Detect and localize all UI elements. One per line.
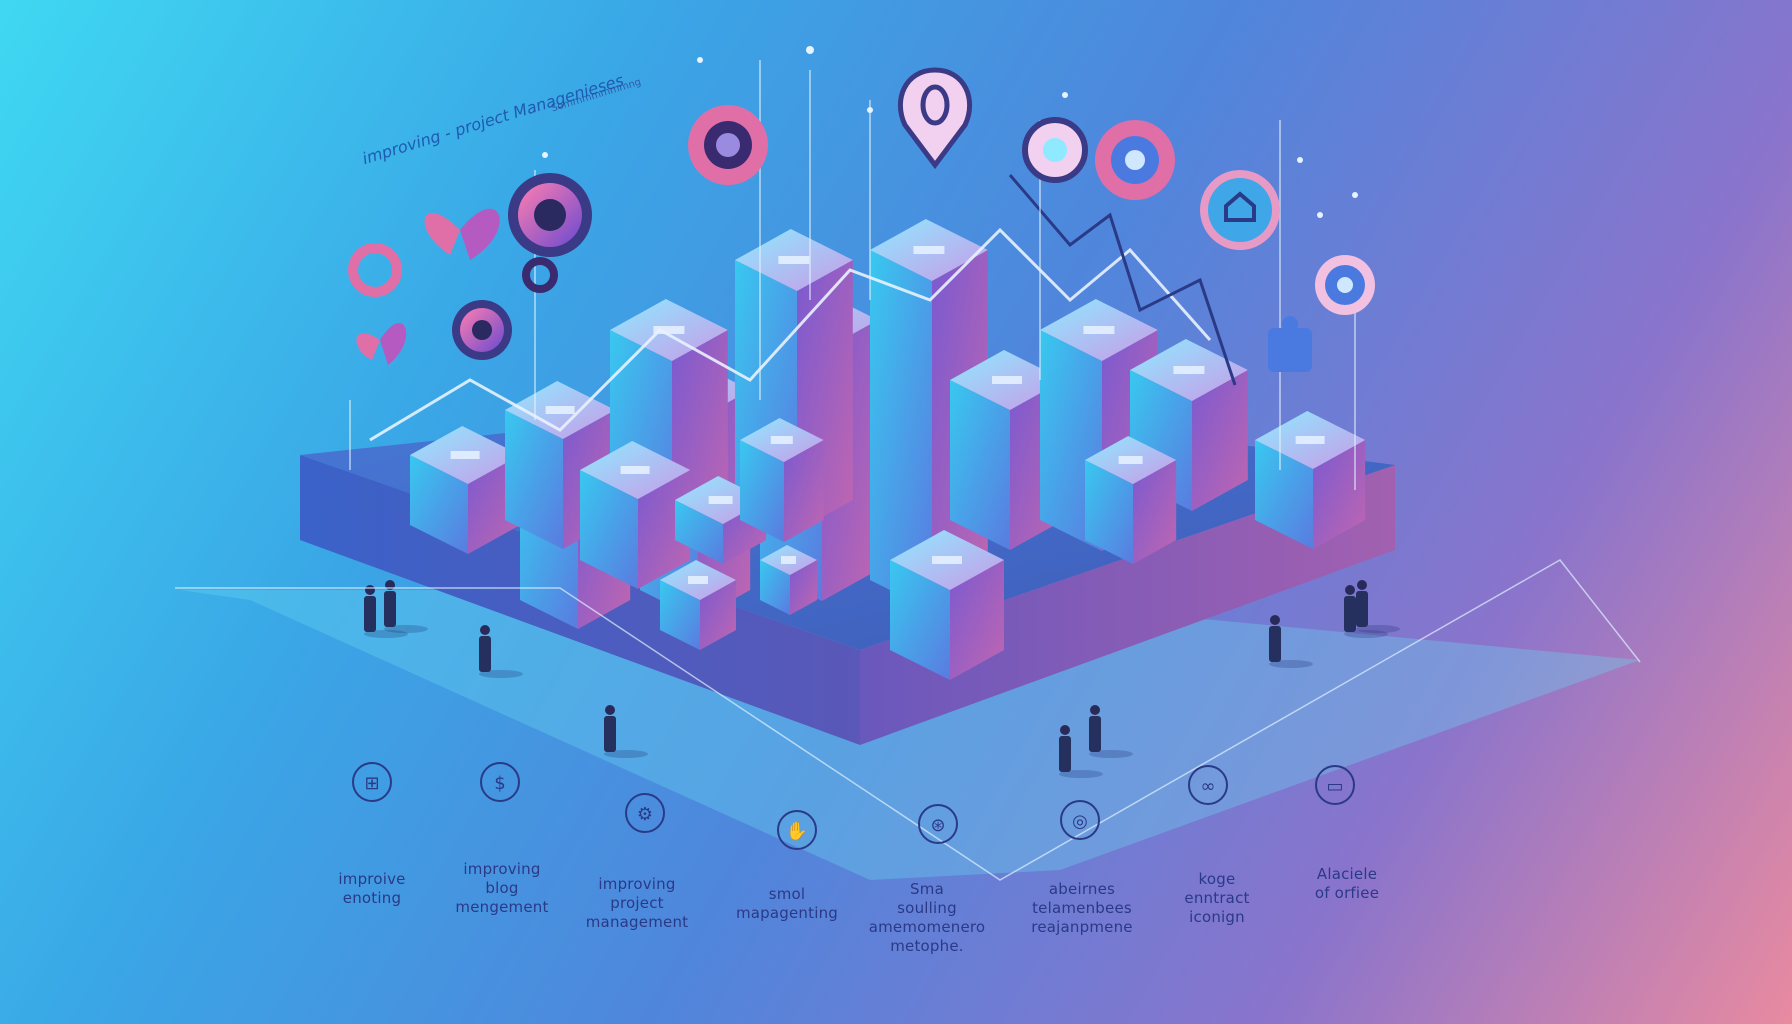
- person-figure: [1356, 580, 1400, 633]
- sparkles: [542, 46, 1358, 218]
- monitor-icon: ▭: [1313, 763, 1357, 807]
- ring-icon: [522, 257, 558, 293]
- svg-text:∞: ∞: [1201, 776, 1216, 797]
- link-icon: ∞: [1186, 763, 1230, 807]
- cube: [1255, 411, 1366, 549]
- handshake-icon: ✋: [775, 808, 819, 852]
- ring-icon: [1315, 255, 1375, 315]
- svg-text:⊞: ⊞: [364, 773, 379, 794]
- svg-text:$: $: [494, 773, 505, 794]
- person-figure: [604, 705, 648, 758]
- trend-line: [369, 227, 1212, 442]
- butterfly-icon: [424, 208, 500, 260]
- cube: [740, 418, 824, 542]
- person-figure: [479, 625, 523, 678]
- butterfly-icon: [356, 323, 407, 365]
- chat-icon: ◎: [1058, 798, 1102, 842]
- floor-rail: [175, 559, 1641, 881]
- svg-text:✋: ✋: [786, 820, 808, 842]
- network-icon: ⊛: [916, 802, 960, 846]
- cube: [890, 530, 1004, 680]
- cube-group: [410, 219, 1366, 680]
- person-figure: [1344, 585, 1388, 638]
- svg-text:⚙: ⚙: [637, 804, 653, 825]
- cube: [760, 545, 817, 615]
- gear-icon: [508, 173, 592, 257]
- puzzle-icon: [1268, 316, 1312, 372]
- svg-text:⊛: ⊛: [930, 815, 945, 836]
- dollar-icon: $: [478, 760, 522, 804]
- svg-text:▭: ▭: [1326, 776, 1343, 797]
- home-icon: [1200, 170, 1280, 250]
- gear-icon: [452, 300, 512, 360]
- svg-text:◎: ◎: [1072, 811, 1088, 832]
- person-figure: [1089, 705, 1133, 758]
- gears-icon: ⚙: [623, 791, 667, 835]
- person-figure: [1269, 615, 1313, 668]
- cube: [410, 426, 521, 554]
- grid-globe-icon: ⊞: [350, 760, 394, 804]
- ring-icon: [1095, 120, 1175, 200]
- people-group: [364, 580, 1400, 778]
- cube: [580, 441, 691, 589]
- location-pin-icon: [898, 67, 972, 170]
- cube: [1085, 436, 1177, 564]
- ring-icon: [348, 243, 402, 297]
- person-figure: [364, 585, 408, 638]
- cube: [660, 560, 736, 650]
- ring-icon: [1022, 117, 1088, 183]
- zigzag-arrow-line: [1008, 174, 1237, 386]
- person-figure: [1059, 725, 1103, 778]
- gear-icon: [688, 105, 768, 185]
